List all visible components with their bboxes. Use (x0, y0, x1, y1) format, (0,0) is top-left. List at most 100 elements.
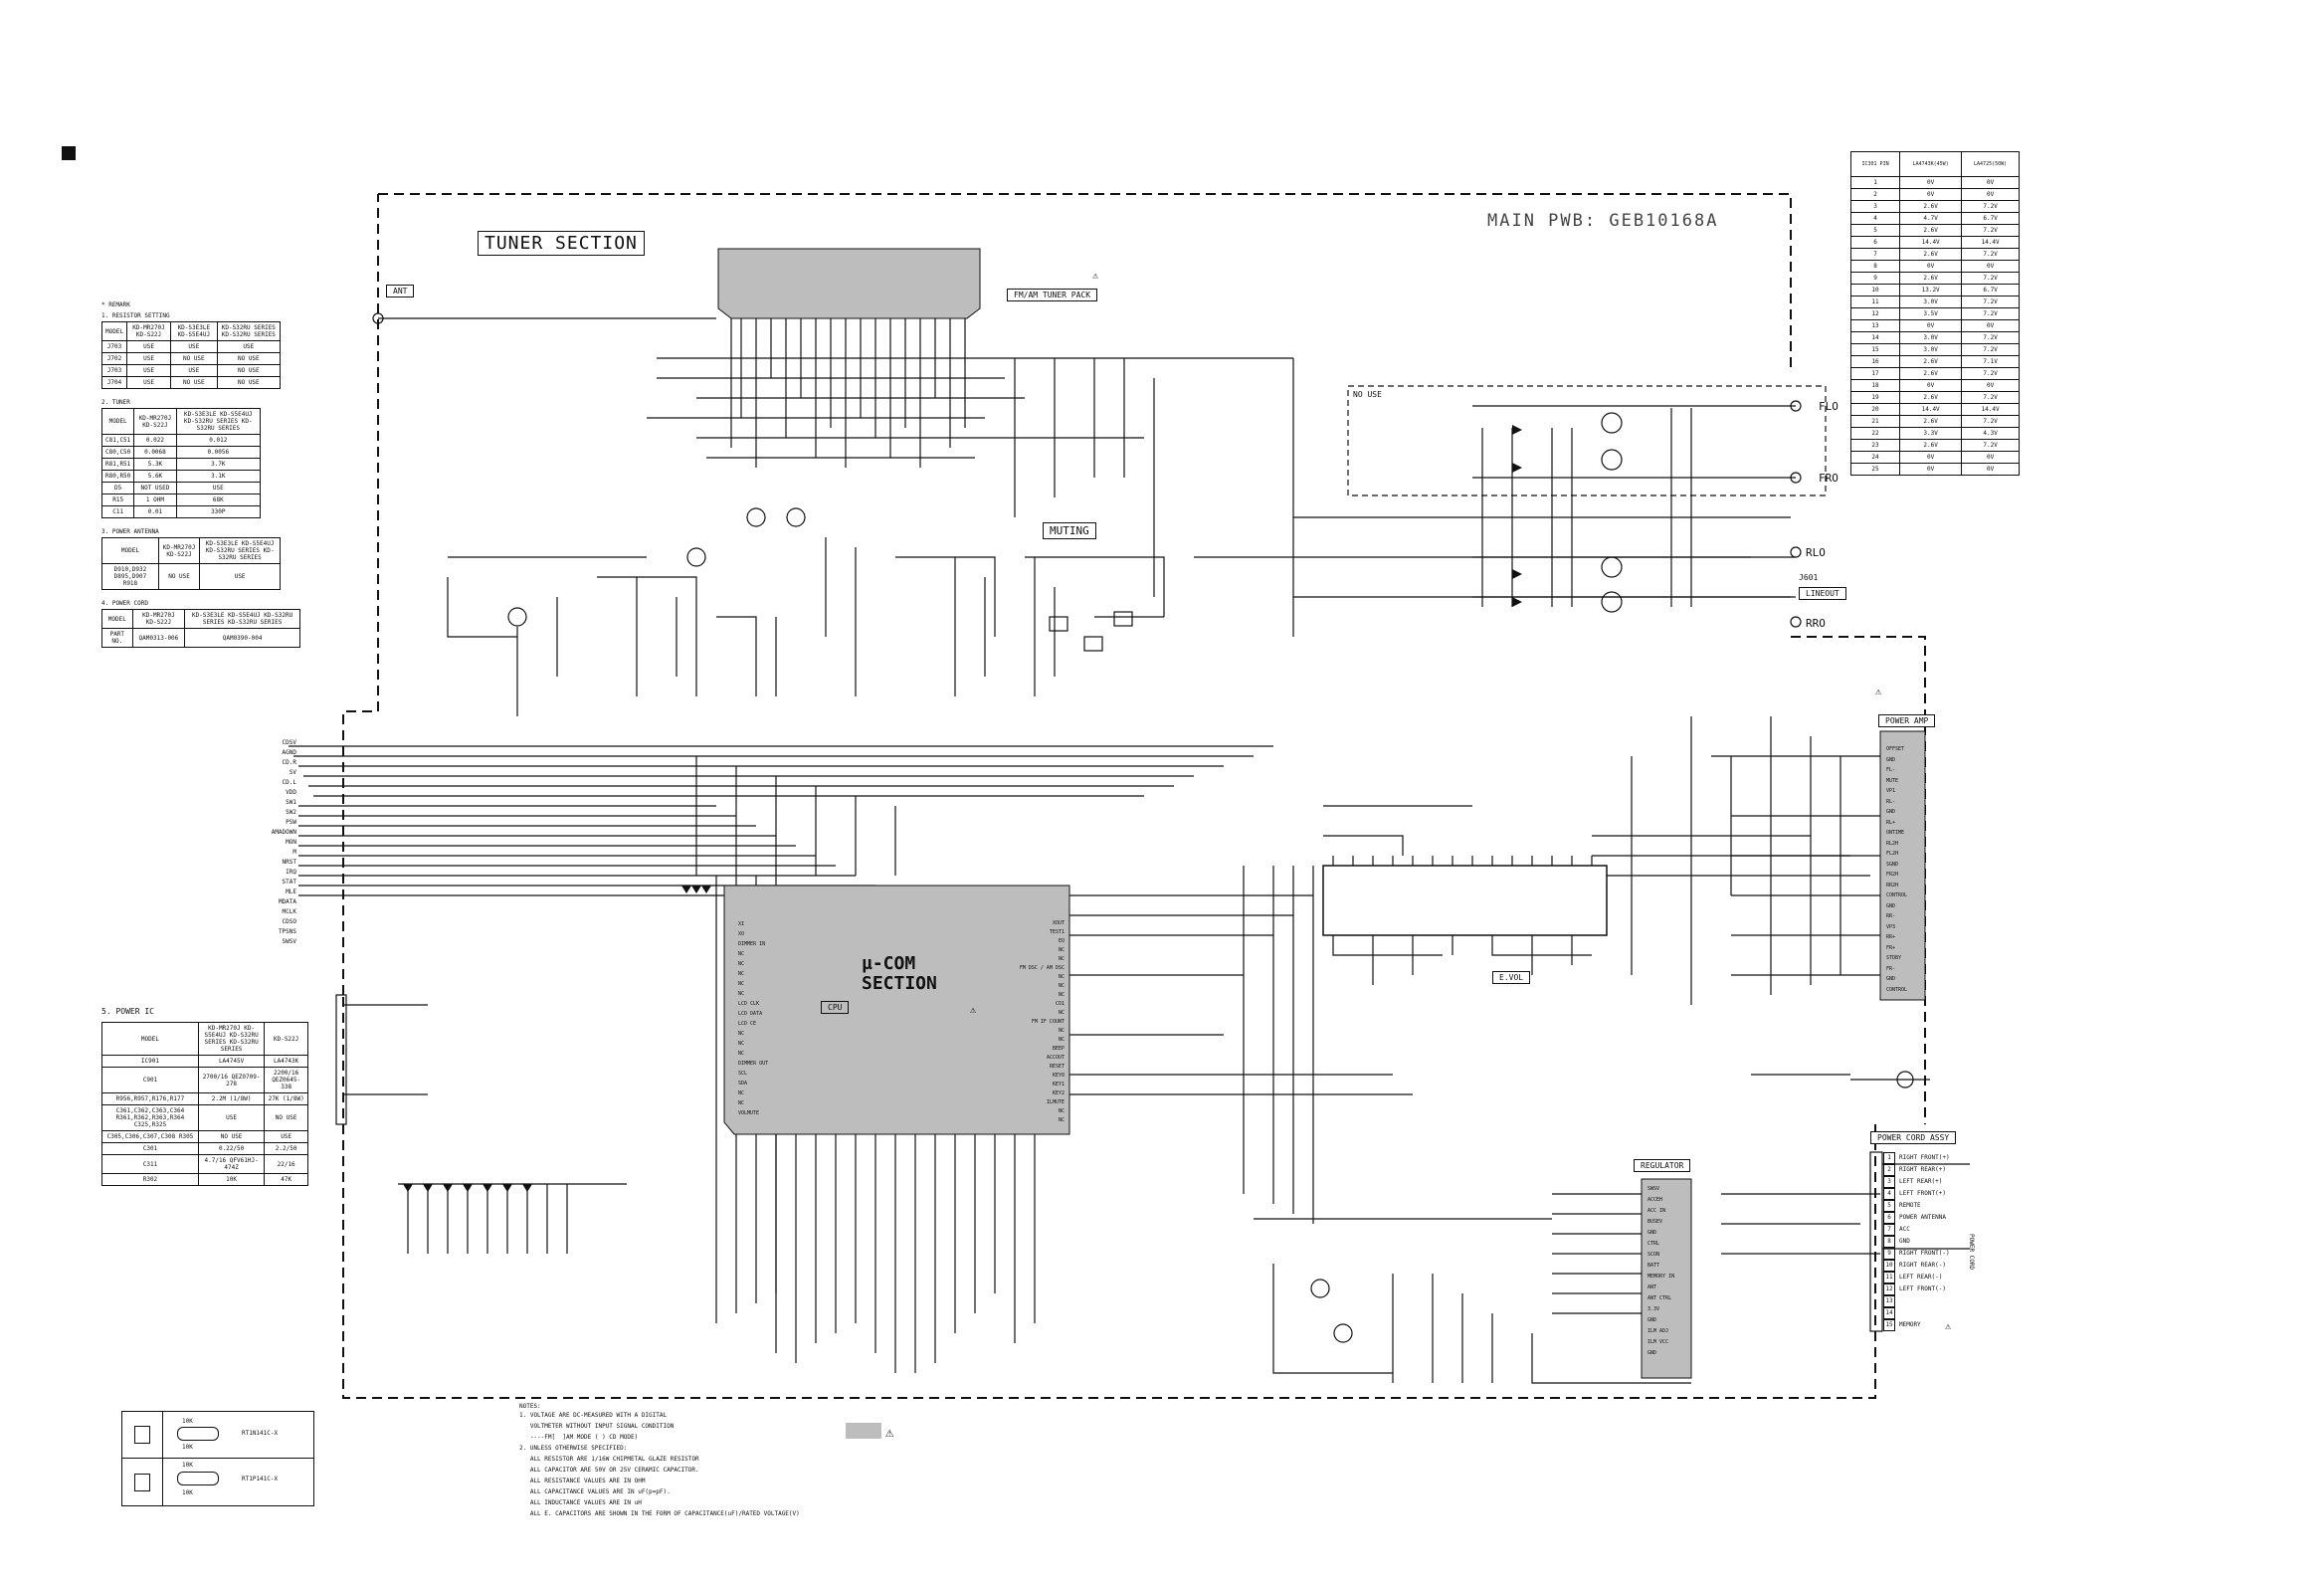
regulator-pin-label: GND (1647, 1350, 1657, 1356)
note-line: 1. VOLTAGE ARE DC-MEASURED WITH A DIGITA… (519, 1412, 668, 1419)
power-cord-pin-label: LEFT REAR(-) (1899, 1274, 1943, 1281)
power-cord-pin-number: 4 (1883, 1188, 1895, 1200)
power-amp-pin-label: GND (1886, 809, 1896, 815)
cpu-pin-label: XI (738, 921, 745, 927)
fm-am-tuner-pack-label: FM/AM TUNER PACK (1007, 289, 1098, 301)
pin-cell: 14.4V (1961, 403, 2020, 416)
pin-cell: 0V (1899, 451, 1963, 464)
bus-signal-label: AGND (282, 749, 296, 756)
pin-cell: 7.2V (1961, 391, 2020, 404)
cpu-pin-label: FM IF COUNT (1031, 1019, 1065, 1025)
tuner-table-title: 2. TUNER (101, 399, 130, 406)
pin-cell: 7.2V (1961, 200, 2020, 213)
pin-cell: 14.4V (1899, 403, 1963, 416)
jack-label: J601 (1799, 573, 1819, 582)
bus-signal-label: IRQ (286, 869, 296, 876)
main-pwb-label: MAIN PWB: GEB10168A (1487, 211, 1719, 231)
power-amp-pin-label: RR- (1886, 913, 1896, 919)
pin-cell: 12 (1849, 307, 1901, 320)
cpu-pin-label: NC (1058, 1028, 1065, 1034)
cpu-pin-label: NC (1058, 1108, 1065, 1114)
power-cord-pin-label: ACC (1899, 1226, 1910, 1233)
pin-header-cell: IC301 PIN (1849, 151, 1901, 177)
power-cord-pin-number: 8 (1883, 1236, 1895, 1248)
cpu-pin-label: KEY0 (1052, 1073, 1065, 1079)
power-amp-pin-label: SGND (1886, 861, 1899, 868)
legend-r1a: 10K (182, 1418, 193, 1425)
power-amp-pin-label: RL+ (1886, 819, 1896, 826)
pin-cell: 2.6V (1899, 248, 1963, 261)
pin-cell: 10 (1849, 284, 1901, 296)
power-cord-pin-number: 2 (1883, 1164, 1895, 1176)
power-amp-pin-label: FR+ (1886, 944, 1896, 951)
power-amp-pin-label: FR2H (1886, 872, 1899, 878)
remark-title: * REMARK (101, 301, 130, 308)
cpu-pin-label: LCD CLK (738, 1001, 760, 1007)
cpu-pin-label: XOUT (1052, 920, 1065, 926)
pin-cell: 6.7V (1961, 212, 2020, 225)
cpu-pin-label: FM DSC / AM DSC (1019, 965, 1065, 971)
bus-signal-label: SW2 (286, 809, 296, 816)
power-amp-chip (1879, 730, 1926, 1001)
transistor-symbol-icon (134, 1474, 150, 1491)
power-cord-pin-number: 10 (1883, 1260, 1895, 1272)
warning-icon: ⚠ (1945, 1321, 1952, 1332)
regulator-pin-label: GND (1647, 1230, 1657, 1236)
pin-header-cell: LA4743K(45W) (1899, 151, 1963, 177)
transistor-legend: 10K 10K RT1N141C-X 10K 10K RT1P141C-X (121, 1411, 314, 1506)
cpu-pin-label: NC (1058, 1010, 1065, 1016)
power-amp-pin-label: FL2H (1886, 851, 1899, 857)
pin-cell: 9 (1849, 272, 1901, 285)
pin-cell: 0V (1961, 260, 2020, 273)
note-line: ----FM[ ]AM MODE ( ) CD MODE) (519, 1434, 639, 1441)
regulator-pin-label: ANT (1647, 1284, 1657, 1290)
note-line: ALL INDUCTANCE VALUES ARE IN uH (519, 1499, 642, 1506)
tuner-pack-outline (717, 248, 981, 319)
ant-label: ANT (386, 285, 415, 297)
cpu-pin-label: SCL (738, 1071, 748, 1077)
power-amp-pin-label: FR- (1886, 965, 1896, 972)
power-cord-pin-label: RIGHT FRONT(-) (1899, 1250, 1950, 1257)
bus-signal-label: MLE (286, 889, 296, 895)
pin-cell: 0V (1899, 319, 1963, 332)
legend-part-1: RT1N141C-X (242, 1430, 279, 1437)
pin-cell: 13.2V (1899, 284, 1963, 296)
pin-cell: 3.3V (1899, 427, 1963, 440)
pin-cell: 13 (1849, 319, 1901, 332)
cpu-pin-label: NC (1058, 947, 1065, 953)
output-flo: FLO (1819, 400, 1839, 413)
cpu-pin-label: TEST1 (1049, 929, 1065, 935)
pin-cell: 3.0V (1899, 343, 1963, 356)
pin-cell: 7.1V (1961, 355, 2020, 368)
note-line: ALL RESISTANCE VALUES ARE IN OHM (519, 1478, 646, 1484)
power-amp-pin-label: STDBY (1886, 955, 1902, 961)
bus-signal-label: NRST (282, 859, 296, 866)
power-amp-pin-label: RR+ (1886, 934, 1896, 940)
power-cord-pin: 13 (1883, 1295, 1950, 1307)
pin-cell: 3 (1849, 200, 1901, 213)
pin-cell: 25 (1849, 463, 1901, 476)
pin-cell: 0V (1899, 260, 1963, 273)
resistor-pair-icon (177, 1472, 219, 1485)
pin-cell: 7.2V (1961, 415, 2020, 428)
bus-signal-label: VDD (286, 789, 296, 796)
power-amp-pin-label: RL- (1886, 798, 1896, 805)
regulator-pin-label: GND (1647, 1317, 1657, 1323)
power-cord-pin-label: GND (1899, 1238, 1910, 1245)
